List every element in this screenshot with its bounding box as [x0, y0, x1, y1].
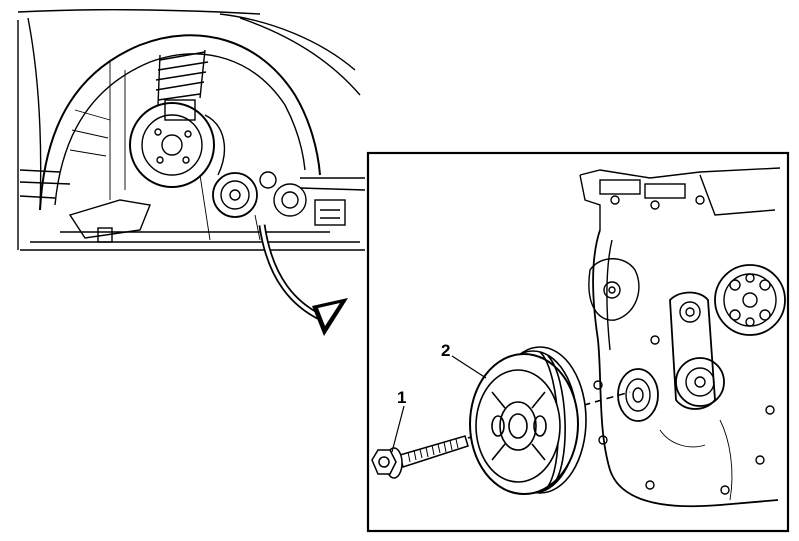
detail-frame: [366, 151, 790, 533]
callout-2: 2: [441, 341, 487, 379]
callout-1-label: 1: [397, 388, 406, 407]
engine-front-cover: [579, 167, 786, 508]
water-pump-pulley: [714, 264, 786, 336]
crankshaft-pulley: [469, 346, 587, 495]
strut-spring: [155, 49, 209, 121]
callout-1: 1: [391, 388, 406, 453]
belt-tensioner: [669, 291, 725, 410]
brake-rotor: [129, 102, 226, 188]
callout-2-label: 2: [441, 341, 450, 360]
pointer-arrow: [258, 224, 348, 336]
accessory-pulley-small: [259, 171, 307, 217]
crankshaft-bolt: [371, 435, 469, 479]
crank-pulley-small: [212, 172, 258, 218]
wheel-well-overview: [17, 8, 366, 251]
